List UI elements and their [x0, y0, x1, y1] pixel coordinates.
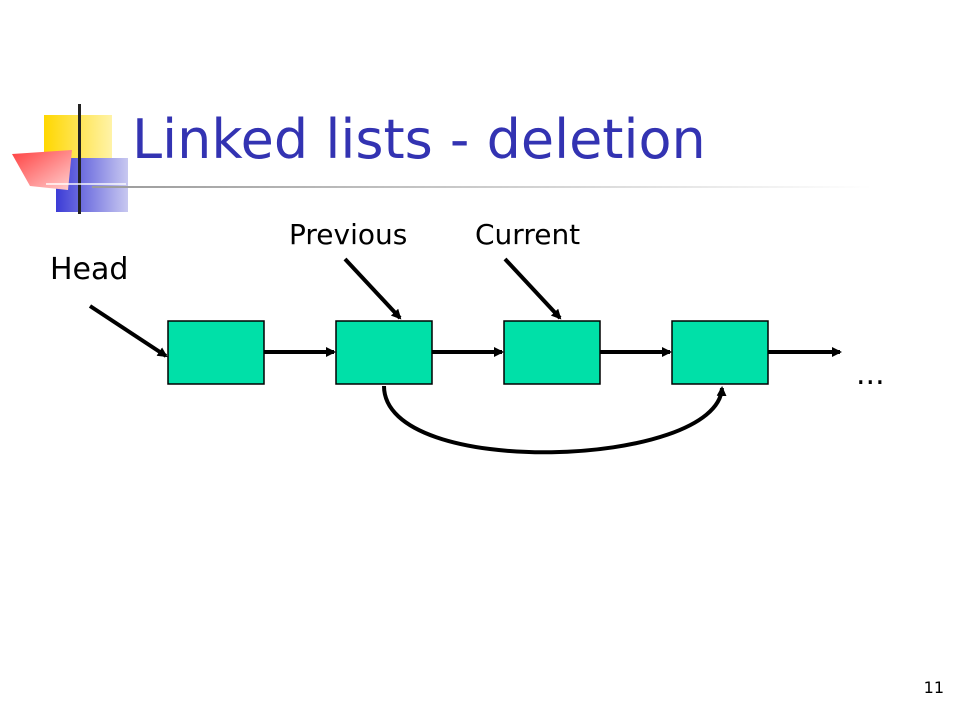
- logo-vertical-line: [78, 104, 81, 214]
- list-node-4: [671, 320, 769, 385]
- head-label: Head: [50, 252, 129, 287]
- list-node-2: [335, 320, 433, 385]
- head-pointer-arrow: [88, 304, 168, 358]
- previous-label: Previous: [289, 218, 408, 251]
- logo-red-shard: [12, 150, 72, 190]
- slide-logo: [12, 104, 128, 214]
- current-pointer-arrow: [503, 257, 562, 320]
- bypass-curve-arrow: [382, 385, 727, 455]
- current-label: Current: [475, 218, 581, 251]
- list-node-3: [503, 320, 601, 385]
- title-divider: [92, 186, 872, 188]
- page-number: 11: [923, 678, 944, 697]
- slide-title: Linked lists - deletion: [132, 108, 706, 171]
- logo-horizontal-line: [46, 183, 126, 185]
- list-node-1: [167, 320, 265, 385]
- continuation-ellipsis: ...: [856, 357, 885, 392]
- previous-pointer-arrow: [343, 257, 402, 320]
